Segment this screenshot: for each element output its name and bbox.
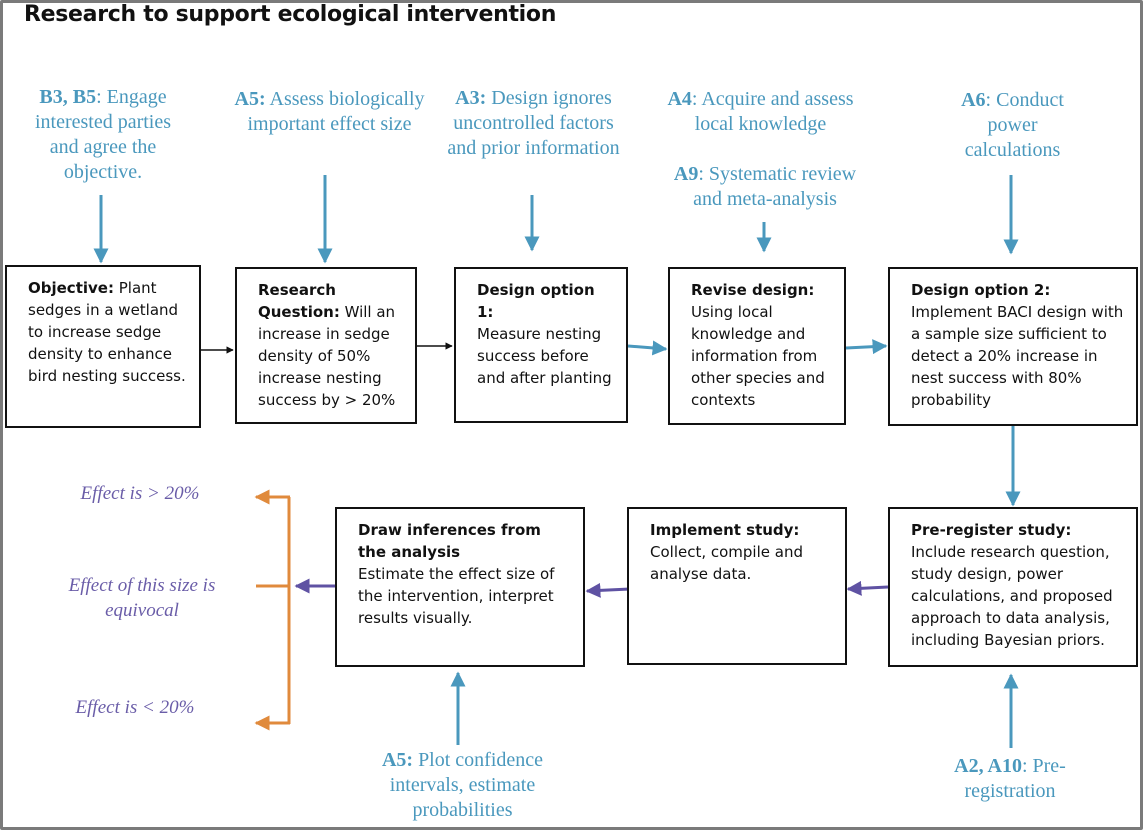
arrow-design1-to-revise xyxy=(627,340,668,356)
annotation-a5-plot: A5: Plot confidence intervals, estimate … xyxy=(381,749,544,821)
objective-box: Objective: Plant sedges in a wetland to … xyxy=(5,265,201,428)
arrow-revise-to-design2 xyxy=(845,339,888,355)
annotation-a4: A4: Acquire and assess local knowledge xyxy=(667,88,854,135)
design-option-2-box: Design option 2:Implement BACI design wi… xyxy=(888,267,1138,426)
design-option-1-box: Design option 1:Measure nesting success … xyxy=(454,267,628,423)
annotation-a2-a10: A2, A10: Pre-registration xyxy=(954,755,1066,802)
pre-register-study-box: Pre-register study:Include research ques… xyxy=(888,507,1138,667)
annotation-a5-effect-size: A5: Assess biologically important effect… xyxy=(234,88,425,135)
research-question-box: Research Question: Will an increase in s… xyxy=(235,267,417,424)
annotation-b3-b5: B3, B5: Engage interested parties and ag… xyxy=(34,86,172,183)
annotation-a3: A3: Design ignores uncontrolled factors … xyxy=(447,87,620,159)
arrow-preregister-to-implement xyxy=(846,580,889,596)
annotation-a9: A9: Systematic review and meta-analysis xyxy=(673,163,857,210)
arrow-implement-to-inference xyxy=(585,582,631,598)
implement-study-box: Implement study:Collect, compile and ana… xyxy=(627,507,847,665)
diagram-title: Research to support ecological intervent… xyxy=(24,2,557,27)
outcome-equivocal: Effect of this size is equivocal xyxy=(68,575,216,621)
outcome-less-than-20: Effect is < 20% xyxy=(75,697,195,718)
annotation-a6: A6: Conduct power calculations xyxy=(961,89,1064,161)
revise-design-box: Revise design:Using local knowledge and … xyxy=(668,267,846,425)
outcome-greater-than-20: Effect is > 20% xyxy=(80,483,200,504)
